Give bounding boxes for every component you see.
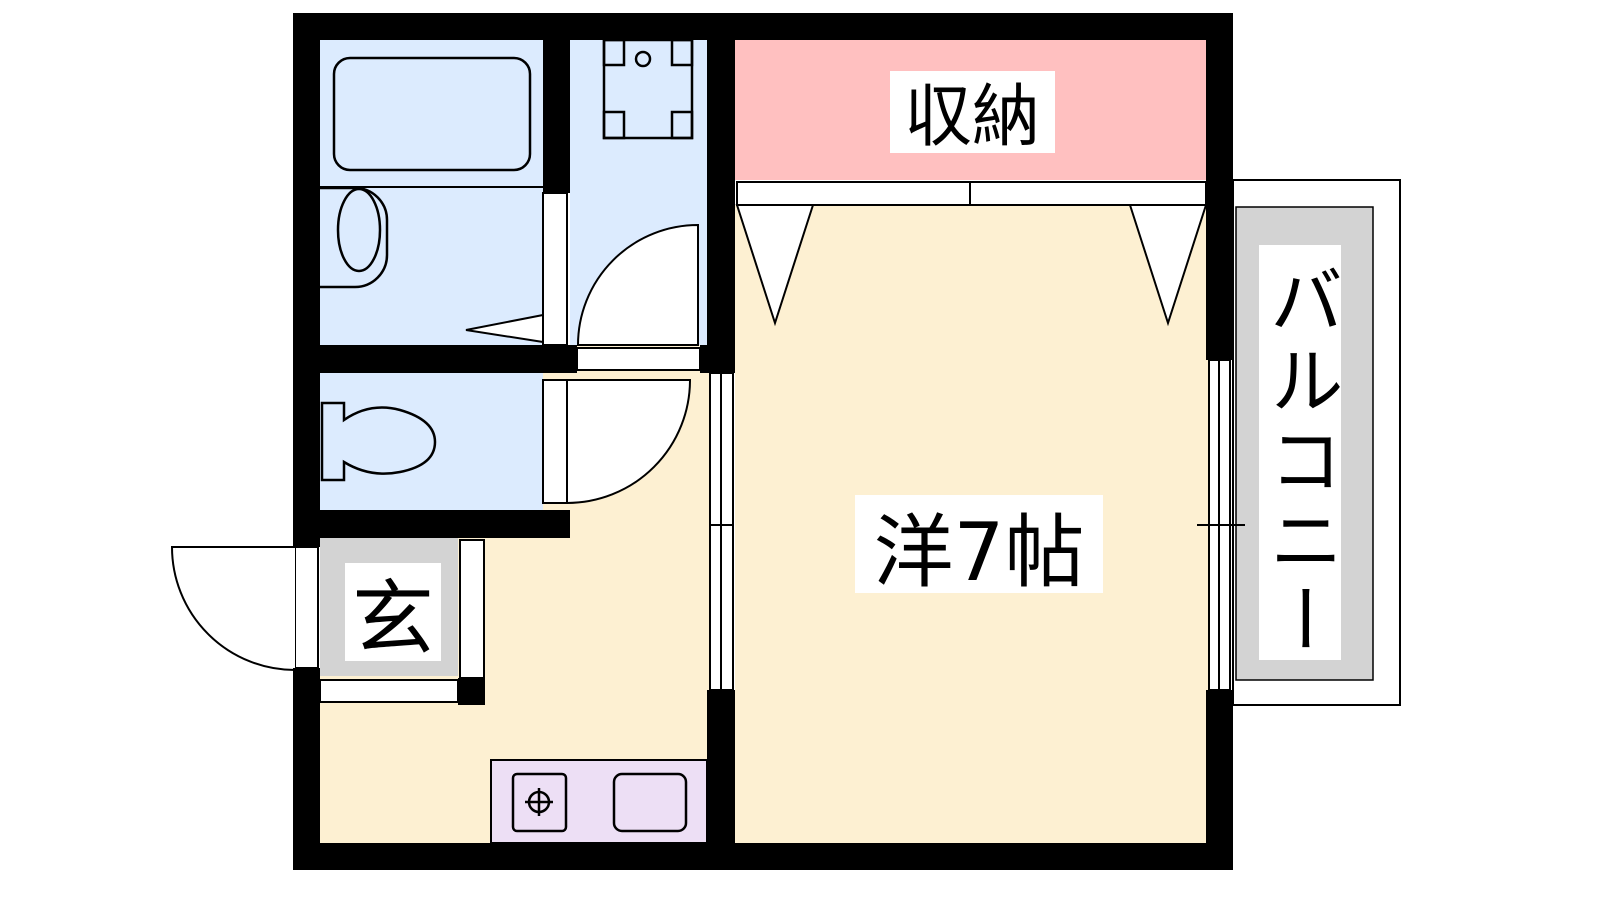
entrance-label: 玄 [352, 572, 434, 667]
toilet-icon [320, 401, 437, 482]
bathroom [320, 40, 543, 345]
stove-icon [511, 772, 568, 833]
closet-swing-right [1128, 204, 1208, 327]
closet-door-left[interactable] [736, 181, 971, 206]
shower-door-icon [465, 314, 544, 343]
entrance-step [319, 679, 459, 703]
walls [293, 13, 1233, 870]
bath-door-frame [542, 192, 568, 346]
western-room-label: 洋7帖 [874, 506, 1085, 599]
washroom-door-sill [576, 347, 701, 371]
washroom-door[interactable] [576, 223, 699, 346]
closet-door-right[interactable] [969, 181, 1207, 206]
closet-swing-left [735, 204, 815, 327]
entrance-door-frame [294, 546, 319, 669]
bathtub-icon [332, 56, 532, 172]
toilet-door[interactable] [566, 379, 692, 505]
entrance-door[interactable] [170, 546, 296, 671]
balcony-label: バルコニー [1257, 262, 1343, 662]
wash-basin-icon [320, 186, 389, 289]
storage-label: 収納 [904, 78, 1040, 157]
toilet-room [320, 373, 543, 510]
toilet-door-frame [542, 379, 568, 504]
entrance-right-frame [459, 539, 485, 679]
sink-icon [612, 772, 688, 833]
